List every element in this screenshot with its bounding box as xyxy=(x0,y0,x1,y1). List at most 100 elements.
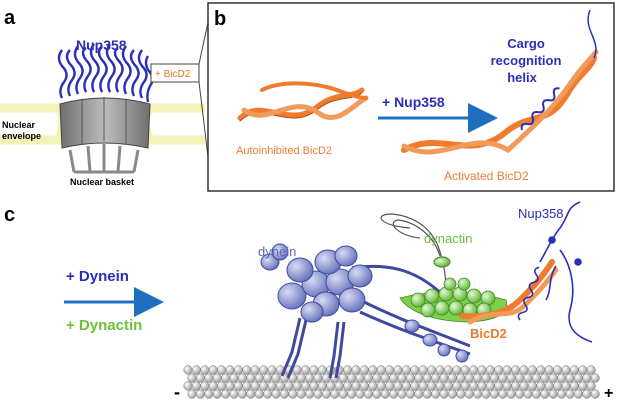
tubulin-subunit xyxy=(321,389,331,399)
tubulin-subunit xyxy=(355,373,365,383)
tubulin-subunit xyxy=(225,365,235,375)
tubulin-subunit xyxy=(380,373,390,383)
tubulin-subunit xyxy=(590,373,600,383)
tubulin-subunit xyxy=(279,389,289,399)
dynein-label: dynein xyxy=(258,244,296,259)
tubulin-subunit xyxy=(565,389,575,399)
tubulin-subunit xyxy=(557,373,567,383)
tubulin-subunit xyxy=(343,381,353,391)
tubulin-subunit xyxy=(334,381,344,391)
tubulin-subunit xyxy=(531,373,541,383)
tubulin-subunit xyxy=(195,373,205,383)
tubulin-subunit xyxy=(372,389,382,399)
tubulin-subunit xyxy=(363,373,373,383)
tubulin-subunit xyxy=(548,373,558,383)
tubulin-subunit xyxy=(250,365,260,375)
tubulin-subunit xyxy=(540,373,550,383)
tubulin-subunit xyxy=(368,381,378,391)
tubulin-subunit xyxy=(502,381,512,391)
tubulin-subunit xyxy=(418,381,428,391)
tubulin-subunit xyxy=(544,365,554,375)
tubulin-subunit xyxy=(208,381,218,391)
tubulin-subunit xyxy=(414,373,424,383)
bicd2-box xyxy=(150,63,200,83)
nup358-complex-label: Nup358 xyxy=(518,206,564,221)
tubulin-subunit xyxy=(410,381,420,391)
tubulin-subunit xyxy=(494,365,504,375)
tubulin-subunit xyxy=(267,381,277,391)
tubulin-subunit xyxy=(511,365,521,375)
tubulin-subunit xyxy=(292,365,302,375)
tubulin-subunit xyxy=(233,381,243,391)
cargo-helix xyxy=(520,87,560,131)
tubulin-subunit xyxy=(536,381,546,391)
tubulin-subunit xyxy=(309,381,319,391)
tubulin-subunit xyxy=(494,381,504,391)
nuclear-basket-label: Nuclear basket xyxy=(70,177,134,187)
tubulin-subunit xyxy=(511,381,521,391)
tubulin-subunit xyxy=(506,373,516,383)
tubulin-subunit xyxy=(187,389,197,399)
tubulin-subunit xyxy=(439,389,449,399)
tubulin-subunit xyxy=(431,373,441,383)
nup358-label: Nup358 xyxy=(76,37,127,53)
tubulin-subunit xyxy=(481,389,491,399)
cargo-label-2: recognition xyxy=(491,53,562,68)
tubulin-subunit xyxy=(380,389,390,399)
plus-end-label: + xyxy=(604,385,613,402)
tubulin-subunit xyxy=(254,373,264,383)
dynactin-filament xyxy=(399,277,508,323)
tubulin-subunit xyxy=(523,373,533,383)
tubulin-subunit xyxy=(217,381,227,391)
tubulin-subunit xyxy=(313,373,323,383)
activated-bicd2 xyxy=(401,49,599,155)
nup358-complex xyxy=(517,201,593,343)
dynactin-arm xyxy=(380,213,451,291)
tubulin-subunit xyxy=(582,373,592,383)
tubulin-subunit xyxy=(263,373,273,383)
minus-end-label: - xyxy=(174,382,180,402)
tubulin-subunit xyxy=(460,381,470,391)
tubulin-subunit xyxy=(477,381,487,391)
tubulin-subunit xyxy=(301,381,311,391)
tubulin-subunit xyxy=(527,381,537,391)
tubulin-subunit xyxy=(309,365,319,375)
tubulin-subunit xyxy=(305,373,315,383)
tubulin-subunit xyxy=(405,389,415,399)
tubulin-subunit xyxy=(498,373,508,383)
tubulin-subunit xyxy=(233,365,243,375)
tubulin-subunit xyxy=(372,373,382,383)
tubulin-subunit xyxy=(515,389,525,399)
tubulin-subunit xyxy=(263,389,273,399)
tubulin-subunit xyxy=(540,389,550,399)
panel-b-letter: b xyxy=(214,8,226,30)
tubulin-subunit xyxy=(355,389,365,399)
tubulin-subunit xyxy=(401,365,411,375)
tubulin-subunit xyxy=(557,389,567,399)
tubulin-subunit xyxy=(422,389,432,399)
tubulin-subunit xyxy=(393,381,403,391)
tubulin-subunit xyxy=(242,381,252,391)
tubulin-subunit xyxy=(569,365,579,375)
tubulin-subunit xyxy=(250,381,260,391)
tubulin-subunit xyxy=(515,373,525,383)
tubulin-subunit xyxy=(275,381,285,391)
tubulin-subunit xyxy=(191,381,201,391)
tubulin-subunit xyxy=(195,389,205,399)
autoinhibited-label: Autoinhibited BicD2 xyxy=(236,145,332,157)
tubulin-subunit xyxy=(183,365,193,375)
cargo-label-1: Cargo xyxy=(507,36,545,51)
panel-c: c + Dynein + Dynactin - + xyxy=(4,201,613,402)
tubulin-subunit xyxy=(317,365,327,375)
plus-dynein-label: + Dynein xyxy=(66,268,129,285)
tubulin-subunit xyxy=(456,373,466,383)
tubulin-subunit xyxy=(447,389,457,399)
tubulin-subunit xyxy=(363,389,373,399)
tubulin-subunit xyxy=(359,381,369,391)
dynein-heads xyxy=(260,243,469,363)
tubulin-subunit xyxy=(573,389,583,399)
tubulin-subunit xyxy=(456,389,466,399)
plus-nup358-label: + Nup358 xyxy=(382,94,445,110)
tubulin-subunit xyxy=(212,373,222,383)
microtubule xyxy=(183,365,600,399)
